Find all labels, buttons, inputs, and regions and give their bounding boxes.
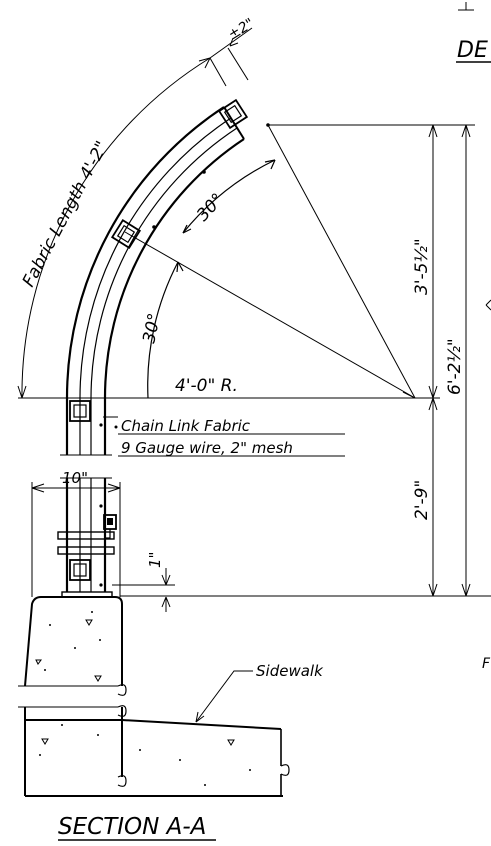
- post-width-dimension: [31, 482, 175, 612]
- chain-link-fabric-label: Chain Link Fabric: [121, 417, 251, 435]
- edge-fragment-label: F: [482, 656, 491, 672]
- post-width-label: 10": [62, 469, 88, 487]
- section-title: SECTION A-A: [58, 814, 206, 840]
- angle-upper-label: 30°: [193, 190, 228, 226]
- leader-lines: [103, 416, 345, 723]
- dim-upper-label: 3'-5½": [412, 238, 432, 295]
- curved-fence-arm: [65, 98, 270, 399]
- gauge-wire-label: 9 Gauge wire, 2" mesh: [121, 439, 293, 457]
- svg-text:DE: DE: [457, 38, 488, 63]
- post-fabric-marker-lower: [69, 559, 91, 581]
- arm-post-top: [217, 98, 249, 130]
- header-fragment: DE: [456, 2, 491, 63]
- labels: Fabric Length 4'-2" ±2" 30° 30° 4'-0" R.…: [19, 15, 491, 840]
- post-fabric-marker-top: [69, 400, 91, 422]
- fabric-length-dimension: [17, 27, 253, 399]
- vertical-dimensions: [120, 124, 491, 597]
- radius-label: 4'-0" R.: [175, 376, 238, 396]
- arm-post-middle: [110, 218, 142, 250]
- vertical-post: [57, 398, 117, 598]
- sidewalk-label: Sidewalk: [256, 662, 324, 680]
- dim-lower-label: 2'-9": [412, 480, 432, 520]
- angle-lower-label: 30°: [139, 311, 165, 345]
- dim-total-label: 6'-2½": [445, 338, 465, 395]
- construction-lines: [18, 124, 440, 399]
- concrete-barrier: [18, 596, 127, 796]
- fabric-length-label: Fabric Length 4'-2": [19, 138, 113, 290]
- sidewalk-slab: [25, 719, 290, 797]
- post-bracket: [103, 514, 117, 539]
- plus-two-label: ±2": [226, 15, 257, 43]
- one-inch-label: 1": [146, 552, 164, 568]
